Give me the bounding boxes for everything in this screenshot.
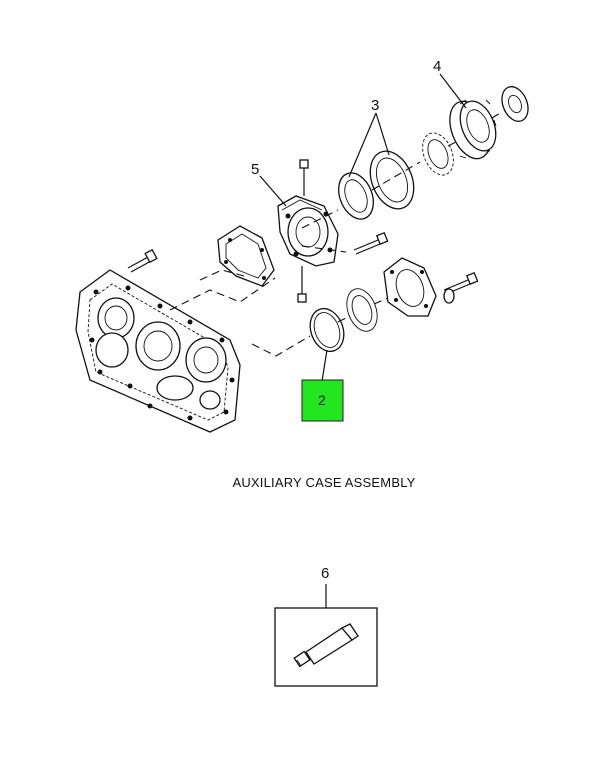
diagram-caption: AUXILIARY CASE ASSEMBLY [232,475,416,490]
callout-2: 2 [318,392,326,408]
lower-flange [383,257,437,317]
assembly-lines [169,111,503,357]
callout-4: 4 [433,58,441,75]
washer-right [501,86,529,122]
sealant-tube-icon [293,623,359,668]
auxiliary-case-housing [75,269,241,433]
retainer-bolts [297,159,389,303]
bearing-retainer-item-5 [277,195,339,267]
nut-item-4 [449,99,497,160]
lower-bolt [443,271,479,304]
callout-5: 5 [251,161,259,178]
highlighted-callout-box[interactable] [301,379,344,422]
callout-6: 6 [321,565,329,582]
lower-gasket [346,288,378,332]
gasket-ring [422,132,454,176]
callout-3: 3 [371,97,379,114]
leader-lines [259,73,467,608]
o-ring-item-2 [309,307,345,353]
gasket-item-5 [217,225,275,287]
left-bolt [127,248,158,273]
seals-item-3 [338,150,415,220]
